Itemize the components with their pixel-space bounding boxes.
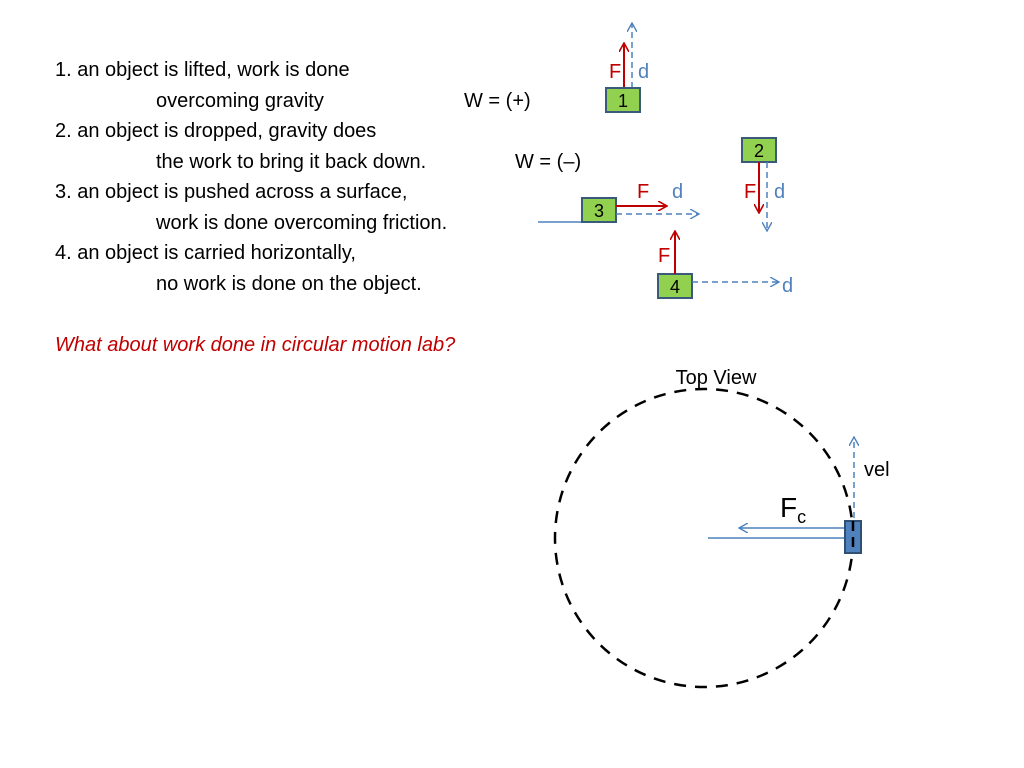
circular-motion-question: What about work done in circular motion … xyxy=(55,334,456,356)
centripetal-force-subscript: c xyxy=(797,507,806,527)
scenario-2-diagram: 2 F d xyxy=(741,137,785,230)
velocity-label: vel xyxy=(864,459,890,481)
statement-2-line-2: the work to bring it back down. xyxy=(156,151,427,173)
centripetal-force-label: Fc xyxy=(780,492,806,527)
distance-label-4: d xyxy=(782,275,793,297)
box-3 xyxy=(581,197,617,223)
statement-3-line-1: 3. an object is pushed across a surface, xyxy=(55,181,408,203)
distance-label-1: d xyxy=(638,61,649,83)
box-1 xyxy=(605,87,641,113)
box-4-label: 4 xyxy=(670,277,680,297)
scenario-1-diagram: F d 1 xyxy=(605,24,649,113)
centripetal-force-base: F xyxy=(780,492,797,523)
force-label-1: F xyxy=(609,61,621,83)
scenario-3-diagram: 3 F d xyxy=(538,181,698,223)
box-3-label: 3 xyxy=(594,201,604,221)
statement-3-line-2: work is done overcoming friction. xyxy=(156,212,448,234)
work-negative-label: W = (–) xyxy=(515,151,582,173)
box-2-label: 2 xyxy=(754,141,764,161)
statement-1-line-1: 1. an object is lifted, work is done xyxy=(55,59,350,81)
force-label-3: F xyxy=(637,181,649,203)
distance-label-3: d xyxy=(672,181,683,203)
circular-motion-diagram: Top View vel Fc xyxy=(553,367,890,689)
distance-label-2: d xyxy=(774,181,785,203)
work-positive-label: W = (+) xyxy=(464,90,531,112)
statement-1-line-2: overcoming gravity xyxy=(156,90,324,112)
box-4 xyxy=(657,273,693,299)
scenario-4-diagram: 4 F d xyxy=(657,232,793,299)
force-label-4: F xyxy=(658,245,670,267)
statement-4-line-1: 4. an object is carried horizontally, xyxy=(55,242,356,264)
statement-2-line-1: 2. an object is dropped, gravity does xyxy=(55,120,377,142)
statement-4-line-2: no work is done on the object. xyxy=(156,273,422,295)
force-label-2: F xyxy=(744,181,756,203)
box-1-label: 1 xyxy=(618,91,628,111)
top-view-label: Top View xyxy=(676,367,757,389)
